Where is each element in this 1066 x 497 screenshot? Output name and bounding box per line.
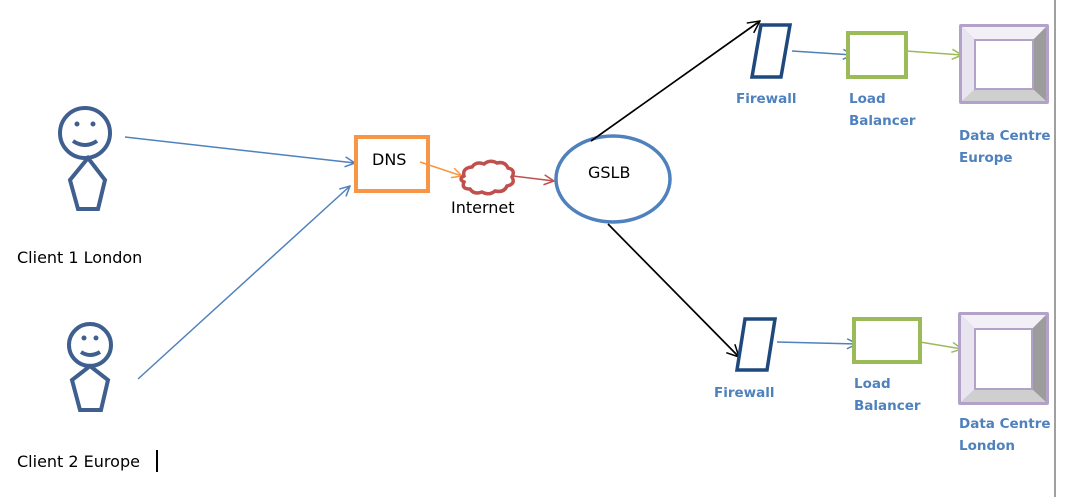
gslb-ellipse — [554, 134, 672, 224]
lb-bottom-label-2: Balancer — [854, 398, 921, 414]
edge-internet-gslb — [512, 176, 554, 181]
data-centre-europe-icon — [959, 24, 1049, 104]
lb-top-label-2: Balancer — [849, 113, 916, 129]
dc-europe-label-2: Europe — [959, 150, 1013, 166]
firewall-top-icon — [749, 23, 793, 79]
dns-label: DNS — [372, 150, 407, 169]
firewall-bottom-icon — [734, 317, 778, 372]
data-centre-london-icon — [958, 312, 1049, 405]
edge-client2-dns — [137, 186, 350, 380]
dns-box — [354, 135, 430, 193]
person-icon-client1 — [58, 106, 112, 211]
person-icon-client2 — [67, 322, 113, 412]
firewall-top-label: Firewall — [736, 91, 797, 107]
client1-label: Client 1 London — [17, 248, 143, 267]
firewall-bottom-label: Firewall — [714, 385, 775, 401]
gslb-label: GSLB — [588, 163, 631, 182]
edge-dns-internet — [419, 161, 462, 176]
load-balancer-bottom-box — [852, 317, 922, 364]
edge-firewall-lb-top — [791, 51, 853, 55]
internet-cloud-icon — [459, 159, 516, 196]
edge-lb-dc-europe — [905, 51, 962, 55]
dc-europe-label-1: Data Centre — [959, 128, 1051, 144]
client2-label: Client 2 Europe — [17, 452, 140, 471]
internet-label: Internet — [451, 198, 515, 217]
edge-lb-dc-london — [919, 341, 962, 349]
lb-top-label-1: Load — [849, 91, 886, 107]
text-cursor — [156, 450, 158, 472]
edge-gslb-firewall-top — [590, 21, 760, 142]
page-edge-divider — [1054, 0, 1056, 497]
dc-london-label-1: Data Centre — [959, 416, 1051, 432]
edge-gslb-firewall-bottom — [607, 223, 739, 357]
load-balancer-top-box — [846, 31, 908, 79]
edge-client1-dns — [124, 136, 355, 163]
edge-firewall-lb-bottom — [776, 342, 857, 344]
dc-london-label-2: London — [959, 438, 1016, 454]
lb-bottom-label-1: Load — [854, 376, 891, 392]
